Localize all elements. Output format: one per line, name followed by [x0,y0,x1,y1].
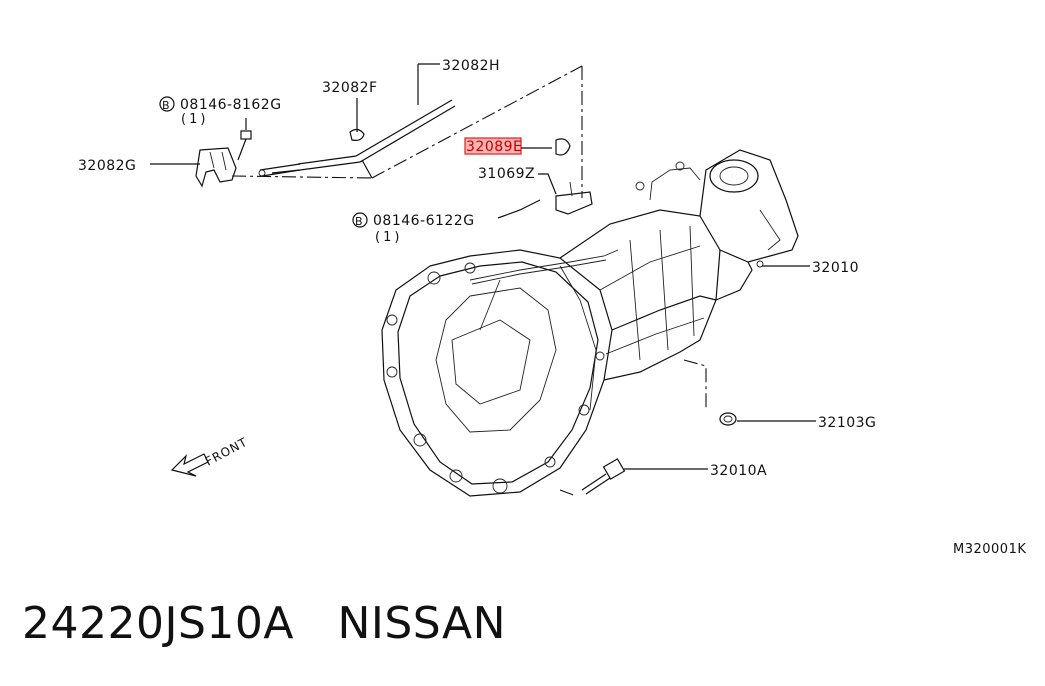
transmission-assembly [381,149,799,497]
diagram-reference: M320001K [953,542,1027,557]
svg-text:B: B [162,99,170,112]
bolt-8162G-part [237,130,252,161]
bracket-32082G [195,147,237,188]
bolt-callout-1[interactable]: B 08146-8162G (1) [159,96,282,127]
label-32010A[interactable]: 32010A [710,463,767,479]
front-label: FRONT [203,435,250,469]
label-31069Z[interactable]: 31069Z [478,166,535,182]
bolt-callout-2[interactable]: B 08146-6122G (1) [352,212,475,245]
label-32082H[interactable]: 32082H [442,58,500,74]
harness-cable [258,99,456,179]
caption: 24220JS10A NISSAN [22,598,506,649]
bolt-32010A [581,458,626,495]
bracket-31069Z [555,181,593,215]
label-32010[interactable]: 32010 [812,260,859,276]
svg-text:32089E: 32089E [466,139,522,155]
boundary-lines [231,65,583,198]
caption-part-number: 24220JS10A [22,598,294,649]
svg-text:(1): (1) [181,112,208,127]
label-32082F[interactable]: 32082F [322,80,378,96]
label-32082G[interactable]: 32082G [78,158,136,174]
label-32103G[interactable]: 32103G [818,415,876,431]
svg-text:08146-6122G: 08146-6122G [373,213,475,229]
svg-text:B: B [355,215,363,228]
label-32089E-highlight[interactable]: 32089E [464,137,522,155]
caption-brand: NISSAN [337,598,507,649]
washer-32103G [719,412,737,426]
front-arrow-icon [170,453,209,477]
svg-text:08146-8162G: 08146-8162G [180,97,282,113]
clip-32082F [349,128,365,141]
svg-text:(1): (1) [375,230,402,245]
clip-32089E [555,138,571,156]
